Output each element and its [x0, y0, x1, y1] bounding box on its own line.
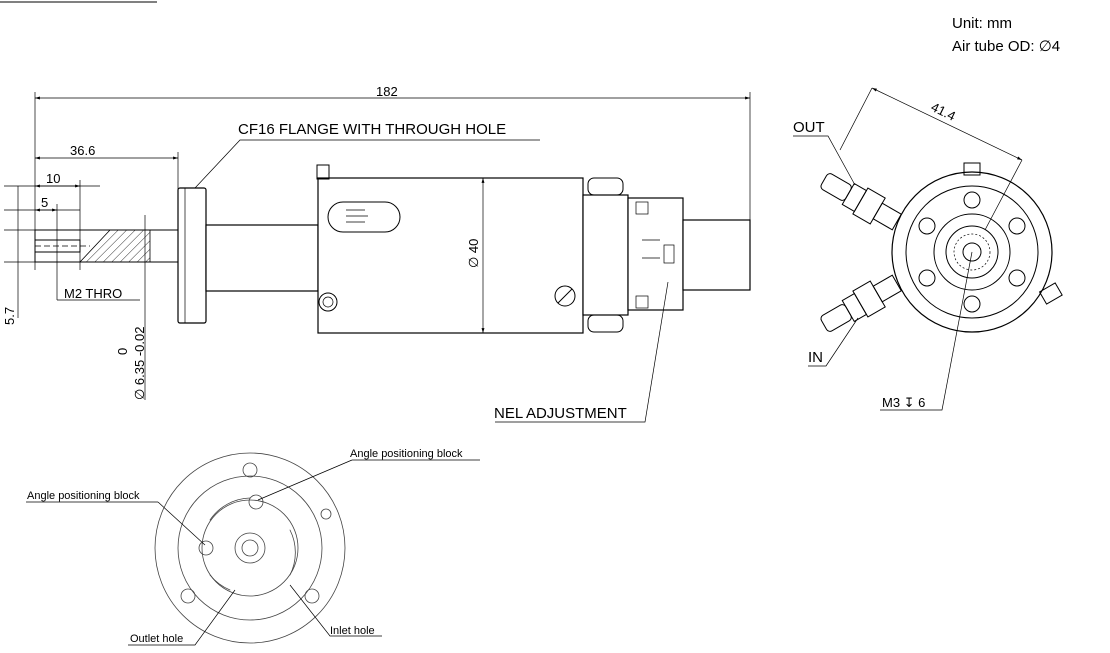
bolt-hole-1 [963, 191, 981, 209]
dim-diameter: ∅ 40 [466, 239, 481, 268]
end-bolt-circle [905, 185, 1039, 319]
end-view: 41.4 OUT IN M3 ↧ 6 [793, 87, 1063, 411]
bottom-bore [234, 532, 266, 564]
connector-pin-1 [635, 201, 649, 215]
bottom-screw-2 [248, 494, 264, 510]
adjust-screw [554, 285, 576, 307]
bottom-view: Angle positioning block Angle positionin… [26, 448, 480, 646]
end-inner-circle [933, 213, 1011, 291]
bottom-mid-circle [177, 475, 323, 621]
main-body [317, 177, 584, 334]
connector-pin-2 [635, 295, 649, 309]
label-thread: M2 THRO [64, 286, 122, 301]
in-fitting [820, 274, 902, 332]
in-leader [808, 317, 859, 367]
label-nel: NEL ADJUSTMENT [494, 405, 627, 422]
header-notes: Unit: mm Air tube OD: ∅4 [952, 15, 1060, 55]
bottom-screw-1 [242, 462, 258, 478]
dim-10: 10 [46, 171, 60, 186]
end-bore [945, 225, 999, 279]
bottom-shaft [241, 539, 259, 557]
out-fitting [820, 173, 902, 231]
shaft-hatch [79, 229, 151, 263]
fitting-top [587, 177, 624, 196]
body-screw [318, 292, 338, 312]
out-leader [793, 135, 856, 186]
end-cap [682, 219, 751, 291]
label-m3: M3 ↧ 6 [882, 395, 925, 410]
connector-tab [663, 244, 675, 264]
label-angle-right: Angle positioning block [350, 448, 463, 460]
label-out: OUT [793, 119, 825, 136]
angle-left-leader [157, 501, 206, 546]
end-shaft [962, 242, 982, 262]
dim-overall: 182 [376, 84, 398, 99]
groove-1 [209, 497, 251, 521]
end-bearing [953, 233, 991, 271]
dim-line-41-4 [871, 87, 1023, 161]
dim-flange: 36.6 [70, 143, 95, 158]
air-tube-note: Air tube OD: ∅4 [952, 38, 1060, 55]
dim-5: 5 [41, 195, 48, 210]
nel-leader [495, 281, 669, 423]
inlet-leader [289, 584, 382, 637]
end-side-tab [1038, 282, 1063, 305]
bolt-hole-5 [918, 269, 936, 287]
neck [205, 224, 319, 292]
adjust-screw-slot [557, 288, 573, 304]
tol-zero: 0 [115, 348, 130, 355]
bottom-outer-circle [154, 452, 346, 644]
cf16-flange [177, 187, 207, 324]
bottom-inner-circle [201, 499, 299, 597]
label-inlet: Inlet hole [330, 625, 375, 637]
side-view: 182 36.6 10 5 5.7 M2 THRO 0 ∅ 6.35 -0.02 [2, 84, 751, 423]
groove-2 [289, 529, 296, 576]
groove-3 [209, 574, 231, 591]
bolt-hole-3 [1008, 269, 1026, 287]
outlet-leader [128, 589, 236, 646]
ext-41-4-a [839, 87, 873, 151]
dim-5-7: 5.7 [2, 307, 17, 325]
end-top-tab [963, 162, 981, 176]
bottom-screw-5 [304, 588, 320, 604]
flange-leader [194, 139, 540, 189]
bottom-screw-6 [320, 508, 332, 520]
rotor-ring [582, 194, 629, 316]
dim-41-4: 41.4 [929, 99, 958, 124]
body-slot [327, 201, 401, 233]
bottom-screw-3 [198, 540, 214, 556]
angle-right-leader [257, 459, 353, 501]
fitting-bottom [587, 314, 624, 333]
unit-note: Unit: mm [952, 15, 1012, 32]
m3-leader [880, 251, 973, 411]
label-flange: CF16 FLANGE WITH THROUGH HOLE [238, 121, 506, 138]
bolt-hole-2 [1008, 217, 1026, 235]
label-in: IN [808, 349, 823, 366]
ext-41-4-b [984, 159, 1023, 231]
top-screw [316, 164, 330, 180]
label-outlet: Outlet hole [130, 633, 183, 645]
connector-block [627, 197, 684, 311]
label-angle-left: Angle positioning block [27, 490, 140, 502]
body-screw-inner [322, 296, 334, 308]
bottom-screw-4 [180, 588, 196, 604]
bolt-hole-4 [963, 295, 981, 313]
bolt-hole-6 [918, 217, 936, 235]
tol-shaft: ∅ 6.35 -0.02 [132, 327, 147, 400]
